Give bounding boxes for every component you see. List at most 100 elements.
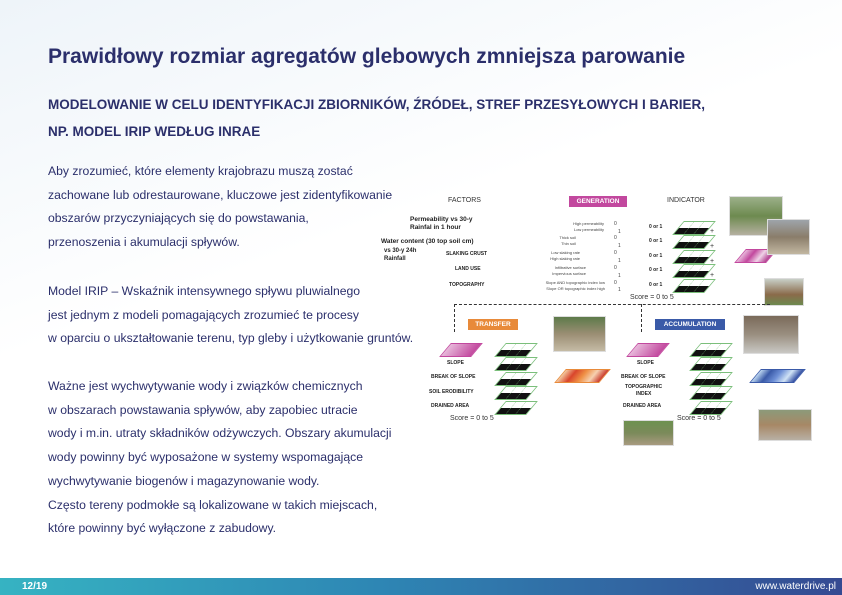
text-line: jest jednym z modeli pomagających zrozum…	[48, 307, 359, 322]
text-line: wody powinny być wyposażone w systemy ws…	[48, 450, 363, 465]
text-line: obszarów przyczyniających się do powstaw…	[48, 211, 309, 226]
plus-sign: +	[710, 243, 715, 250]
photo-road	[767, 219, 810, 255]
transfer-factor: DRAINED AREA	[431, 403, 470, 409]
transfer-grid	[494, 386, 538, 400]
text-line: zachowane lub odrestaurowane, kluczowe j…	[48, 187, 393, 202]
class-label: Slope OR topographic index high	[546, 286, 605, 291]
page-number: 12/19	[22, 581, 48, 592]
transfer-result-grid	[554, 369, 611, 383]
factor-permeability: Permeability vs 30-y	[410, 216, 473, 223]
value: 0	[614, 221, 617, 227]
class-label: Low permeability	[573, 227, 604, 232]
accumulation-grid	[689, 401, 733, 415]
class-label: High permeability	[573, 221, 604, 226]
flow-arrow	[454, 304, 455, 332]
photo-erosion	[764, 278, 804, 306]
generation-input-grid	[439, 343, 483, 357]
subtitle-line-2: NP. MODEL IRIP WEDŁUG INRAE	[48, 124, 261, 139]
accumulation-grid	[689, 343, 733, 357]
factor-permeability: Rainfal in 1 hour	[410, 224, 461, 231]
class-label: Thick soil	[559, 235, 576, 240]
indicator-header: INDICATOR	[667, 197, 705, 204]
generation-input-grid	[626, 343, 670, 357]
accumulation-factor: DRAINED AREA	[623, 403, 662, 409]
plus-sign: +	[710, 272, 715, 279]
or-label: 0 or 1	[649, 238, 663, 244]
transfer-factor: SLOPE	[447, 360, 464, 366]
transfer-grid	[494, 357, 538, 371]
value: 0	[614, 235, 617, 241]
transfer-badge: TRANSFER	[468, 319, 518, 330]
paragraph-2: Model IRIP – Wskaźnik intensywnego spływ…	[48, 280, 413, 351]
text-line: Często tereny podmokłe są lokalizowane w…	[48, 497, 378, 512]
or-label: 0 or 1	[649, 224, 663, 230]
accumulation-factor: SLOPE	[637, 360, 654, 366]
transfer-factor: BREAK OF SLOPE	[431, 374, 476, 380]
text-line: w oparciu o ukształtowanie terenu, typ g…	[48, 331, 414, 346]
photo-bank	[623, 420, 674, 446]
transfer-factor: SOIL ERODIBILITY	[429, 389, 474, 395]
text-line: Aby zrozumieć, które elementy krajobrazu…	[48, 164, 353, 178]
text-line: wychwytywanie biogenów i magazynowanie w…	[48, 473, 320, 488]
score-label: Score = 0 to 5	[450, 415, 494, 422]
paragraph-3: Ważne jest wychwytywanie wody i związków…	[48, 375, 391, 541]
subtitle-line-1: MODELOWANIE W CELU IDENTYFIKACJI ZBIORNI…	[48, 97, 706, 112]
or-label: 0 or 1	[649, 267, 663, 273]
footer: 12/19 www.waterdrive.pl	[0, 578, 842, 595]
photo-landslide	[758, 409, 812, 441]
or-label: 0 or 1	[649, 282, 663, 288]
factor-water-content: Water content (30 top soil cm)	[381, 238, 474, 245]
text-line: Ważne jest wychwytywanie wody i związków…	[48, 379, 363, 393]
factor-slaking-crust: SLAKING CRUST	[446, 251, 488, 257]
accumulation-factor: TOPOGRAPHIC	[625, 384, 663, 390]
plus-sign: +	[710, 258, 715, 265]
accumulation-grid	[689, 372, 733, 386]
text-line: Model IRIP – Wskaźnik intensywnego spływ…	[48, 284, 361, 298]
accumulation-grid	[689, 357, 733, 371]
factor-land-use: LAND USE	[455, 266, 481, 272]
class-label: Impervious surface	[552, 271, 586, 276]
score-label: Score = 0 to 5	[630, 294, 674, 301]
transfer-grid	[494, 401, 538, 415]
paragraph-1: Aby zrozumieć, które elementy krajobrazu…	[48, 160, 392, 255]
factors-header: FACTORS	[448, 197, 481, 204]
photo-accumulation	[743, 315, 799, 354]
class-label: High slaking rate	[550, 256, 580, 261]
class-label: Thin soil	[561, 241, 576, 246]
page-title: Prawidłowy rozmiar agregatów glebowych z…	[48, 45, 686, 68]
text-line: wody i m.in. utraty składników odżywczyc…	[48, 426, 392, 441]
value: 0	[614, 280, 617, 286]
website-link[interactable]: www.waterdrive.pl	[755, 581, 836, 592]
factor-water-content: vs 30-y 24h	[384, 248, 417, 254]
value: 1	[618, 287, 621, 293]
score-label: Score = 0 to 5	[677, 415, 721, 422]
plus-sign: +	[710, 228, 715, 235]
value: 1	[618, 243, 621, 249]
transfer-grid	[494, 372, 538, 386]
value: 0	[614, 265, 617, 271]
indicator-grid	[672, 279, 716, 293]
transfer-grid	[494, 343, 538, 357]
class-label: Slope AND topographic index low	[545, 280, 605, 285]
text-line: w obszarach powstawania spływów, aby zap…	[48, 402, 358, 417]
class-label: Infiltrative surface	[554, 265, 586, 270]
accumulation-factor: BREAK OF SLOPE	[621, 374, 666, 380]
or-label: 0 or 1	[649, 253, 663, 259]
value: 0	[614, 250, 617, 256]
accumulation-badge: ACCUMULATION	[655, 319, 725, 330]
flow-arrow	[641, 304, 642, 332]
factor-water-content: Rainfall	[384, 256, 406, 262]
accumulation-grid	[689, 386, 733, 400]
value: 1	[618, 273, 621, 279]
value: 1	[618, 258, 621, 264]
generation-badge: GENERATION	[569, 196, 627, 207]
factor-topography: TOPOGRAPHY	[449, 282, 485, 288]
accumulation-factor: INDEX	[636, 391, 652, 397]
text-line: które powinny być wyłączone z zabudowy.	[48, 521, 277, 536]
flow-arrow	[454, 304, 770, 305]
photo-transfer	[553, 316, 606, 352]
text-line: przenoszenia i akumulacji spływów.	[48, 235, 240, 250]
value: 1	[618, 229, 621, 235]
accumulation-result-grid	[749, 369, 806, 383]
